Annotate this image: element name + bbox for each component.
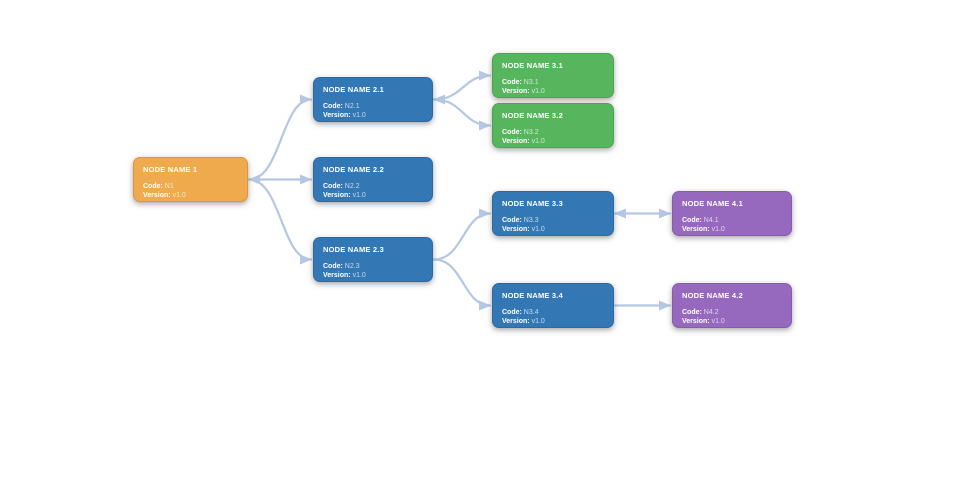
node-version-label: Version:: [323, 272, 351, 279]
node-version-value: v1.0: [711, 318, 725, 325]
node-code-label: Code:: [502, 309, 522, 316]
node-n42[interactable]: NODE NAME 4.2 Code: N4.2 Version: v1.0: [672, 283, 792, 328]
node-code-value: N4.2: [703, 309, 719, 316]
node-code-label: Code:: [323, 103, 343, 110]
node-code-line: Code: N4.2: [682, 308, 783, 317]
node-code-line: Code: N2.2: [323, 182, 424, 191]
node-version-label: Version:: [682, 226, 710, 233]
node-code-label: Code:: [323, 183, 343, 190]
edge-n1-n21: [247, 94, 313, 181]
node-version-line: Version: v1.0: [323, 191, 424, 200]
node-code-value: N1: [164, 183, 174, 190]
node-code-line: Code: N3.4: [502, 308, 605, 317]
node-title: NODE NAME 3.1: [502, 61, 563, 70]
edge-n21-n32: [432, 98, 492, 131]
node-version-label: Version:: [502, 138, 530, 145]
node-code-value: N3.3: [523, 217, 539, 224]
node-version-label: Version:: [323, 112, 351, 119]
node-version-line: Version: v1.0: [323, 111, 424, 120]
node-version-value: v1.0: [711, 226, 725, 233]
edge-n1-n23: [247, 178, 313, 265]
node-code-label: Code:: [502, 217, 522, 224]
node-version-value: v1.0: [172, 192, 186, 199]
node-version-line: Version: v1.0: [502, 225, 605, 234]
node-version-value: v1.0: [352, 192, 366, 199]
node-code-line: Code: N2.3: [323, 262, 424, 271]
node-code-label: Code:: [143, 183, 163, 190]
node-title: NODE NAME 1: [143, 165, 198, 174]
node-code-value: N2.2: [344, 183, 360, 190]
node-title: NODE NAME 3.4: [502, 291, 563, 300]
node-code-value: N2.1: [344, 103, 360, 110]
node-version-value: v1.0: [531, 88, 545, 95]
node-code-value: N3.4: [523, 309, 539, 316]
node-version-value: v1.0: [352, 272, 366, 279]
node-title: NODE NAME 3.3: [502, 199, 563, 208]
node-title: NODE NAME 2.3: [323, 245, 384, 254]
node-code-line: Code: N3.2: [502, 128, 605, 137]
node-code-line: Code: N3.1: [502, 78, 605, 87]
node-n31[interactable]: NODE NAME 3.1 Code: N3.1 Version: v1.0: [492, 53, 614, 98]
node-version-label: Version:: [682, 318, 710, 325]
node-code-value: N3.2: [523, 129, 539, 136]
node-version-line: Version: v1.0: [143, 191, 239, 200]
node-code-label: Code:: [502, 79, 522, 86]
node-n41[interactable]: NODE NAME 4.1 Code: N4.1 Version: v1.0: [672, 191, 792, 236]
node-version-line: Version: v1.0: [502, 87, 605, 96]
node-title: NODE NAME 4.1: [682, 199, 743, 208]
node-code-line: Code: N1: [143, 182, 239, 191]
node-title: NODE NAME 3.2: [502, 111, 563, 120]
edge-n23-n33: [432, 208, 492, 261]
edge-n23-n34: [432, 258, 492, 311]
node-n22[interactable]: NODE NAME 2.2 Code: N2.2 Version: v1.0: [313, 157, 433, 202]
node-code-value: N3.1: [523, 79, 539, 86]
node-version-label: Version:: [323, 192, 351, 199]
node-title: NODE NAME 2.2: [323, 165, 384, 174]
node-code-label: Code:: [682, 309, 702, 316]
node-version-line: Version: v1.0: [682, 317, 783, 326]
node-n23[interactable]: NODE NAME 2.3 Code: N2.3 Version: v1.0: [313, 237, 433, 282]
node-version-value: v1.0: [352, 112, 366, 119]
node-code-label: Code:: [323, 263, 343, 270]
node-n32[interactable]: NODE NAME 3.2 Code: N3.2 Version: v1.0: [492, 103, 614, 148]
node-version-line: Version: v1.0: [502, 317, 605, 326]
node-code-value: N2.3: [344, 263, 360, 270]
node-title: NODE NAME 4.2: [682, 291, 743, 300]
node-code-label: Code:: [682, 217, 702, 224]
node-n21[interactable]: NODE NAME 2.1 Code: N2.1 Version: v1.0: [313, 77, 433, 122]
node-code-line: Code: N3.3: [502, 216, 605, 225]
node-version-value: v1.0: [531, 318, 545, 325]
node-version-value: v1.0: [531, 226, 545, 233]
node-title: NODE NAME 2.1: [323, 85, 384, 94]
edge-n21-n31: [432, 70, 492, 105]
node-n1[interactable]: NODE NAME 1 Code: N1 Version: v1.0: [133, 157, 248, 202]
node-n34[interactable]: NODE NAME 3.4 Code: N3.4 Version: v1.0: [492, 283, 614, 328]
node-version-value: v1.0: [531, 138, 545, 145]
node-version-label: Version:: [502, 318, 530, 325]
node-version-line: Version: v1.0: [502, 137, 605, 146]
node-code-value: N4.1: [703, 217, 719, 224]
node-code-line: Code: N2.1: [323, 102, 424, 111]
node-version-line: Version: v1.0: [682, 225, 783, 234]
node-version-label: Version:: [502, 88, 530, 95]
node-version-label: Version:: [502, 226, 530, 233]
node-code-label: Code:: [502, 129, 522, 136]
node-version-label: Version:: [143, 192, 171, 199]
node-code-line: Code: N4.1: [682, 216, 783, 225]
node-n33[interactable]: NODE NAME 3.3 Code: N3.3 Version: v1.0: [492, 191, 614, 236]
node-version-line: Version: v1.0: [323, 271, 424, 280]
